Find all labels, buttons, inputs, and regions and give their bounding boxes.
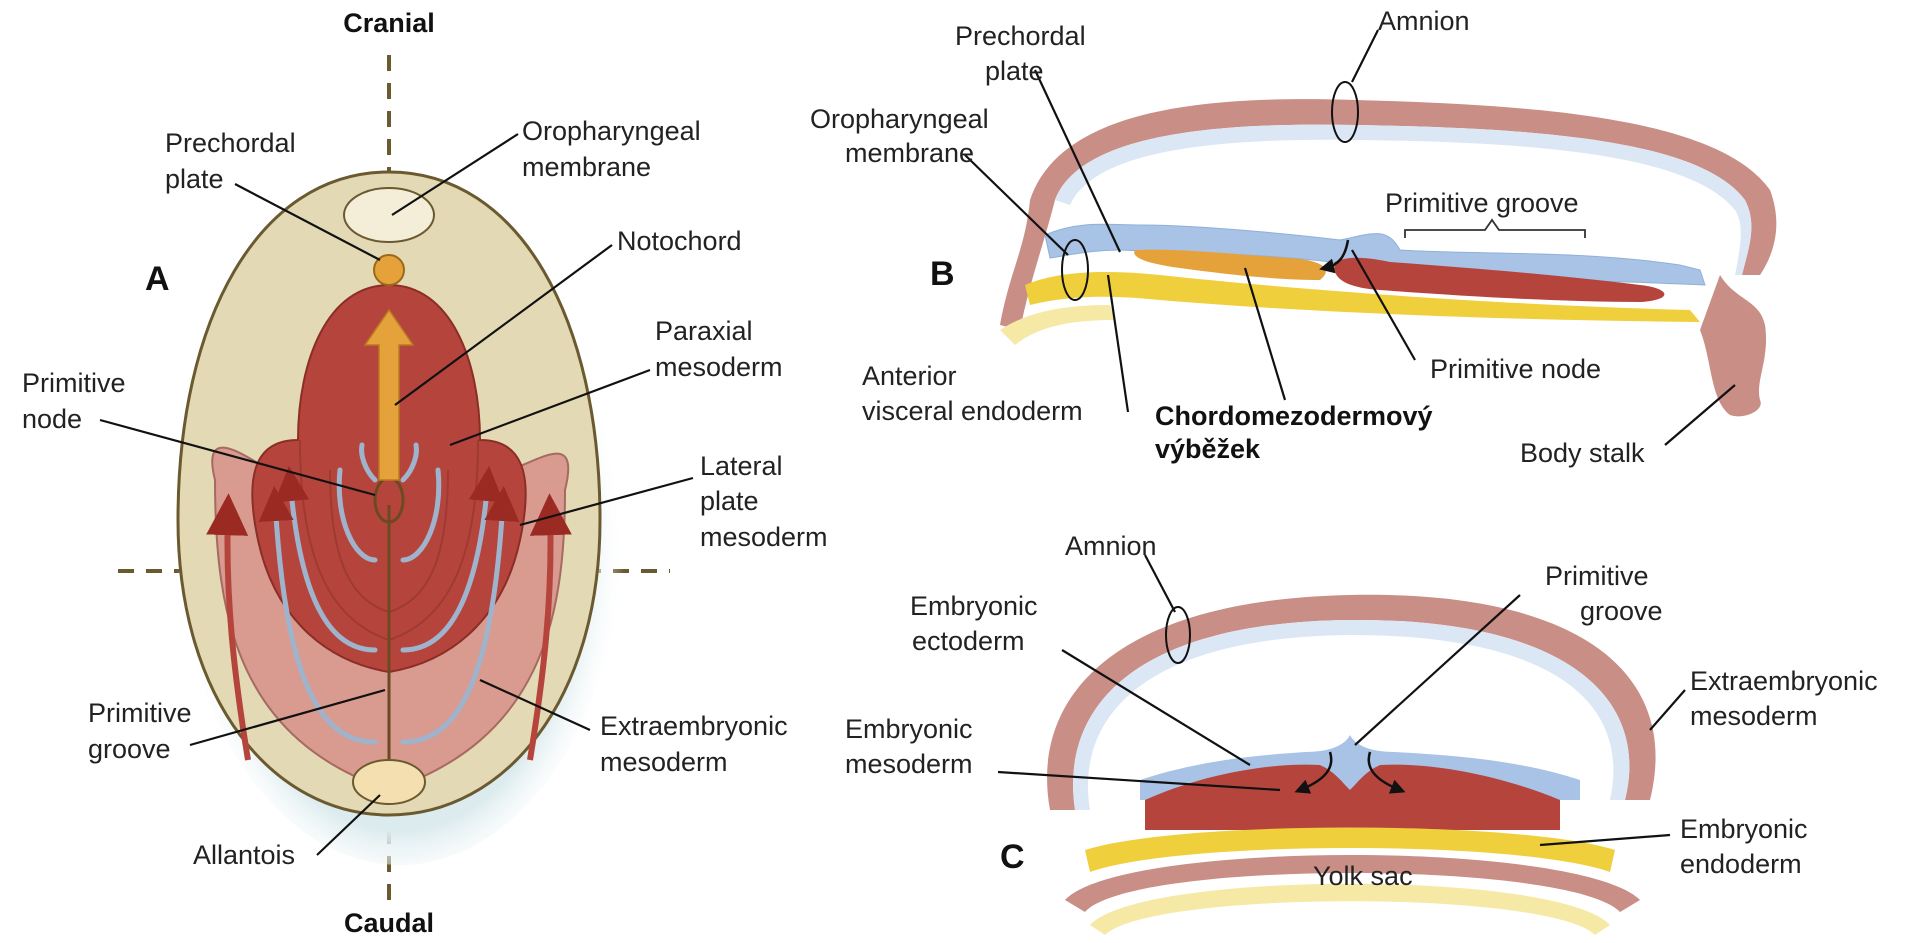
primitive-node-label-2: node — [22, 404, 82, 434]
amnion-c-label: Amnion — [1065, 531, 1157, 561]
body-stalk-shape — [1700, 275, 1766, 416]
mesoderm-c-label-1: Embryonic — [845, 714, 973, 744]
primitive-groove-label-2: groove — [88, 734, 171, 764]
prechordal-plate-label-1: Prechordal — [165, 128, 296, 158]
ectoderm-c-label-2: ectoderm — [912, 626, 1025, 656]
panel-b-letter: B — [930, 255, 955, 293]
extraembryonic-label-2: mesoderm — [600, 747, 728, 777]
lateral-label-2: plate — [700, 486, 759, 516]
caudal-label: Caudal — [344, 908, 434, 938]
lateral-label-3: mesoderm — [700, 522, 828, 552]
extraembryonic-label-1: Extraembryonic — [600, 711, 788, 741]
extraembryonic-c-label-2: mesoderm — [1690, 701, 1818, 731]
panel-b: B Prechordal plate Amnion Oropharyngeal … — [810, 6, 1776, 468]
oropharyngeal-b-label-2: membrane — [845, 138, 974, 168]
mesoderm-c-label-2: mesoderm — [845, 749, 973, 779]
primitive-node-b-label: Primitive node — [1430, 354, 1601, 384]
prechordal-b-label-2: plate — [985, 56, 1044, 86]
paraxial-label-2: mesoderm — [655, 352, 783, 382]
groove-brace — [1405, 220, 1585, 238]
ectoderm-c-label-1: Embryonic — [910, 591, 1038, 621]
endoderm-c-label-1: Embryonic — [1680, 814, 1808, 844]
groove-c-label-1: Primitive — [1545, 561, 1649, 591]
leader-amnion-c — [1145, 555, 1175, 612]
notochord-label: Notochord — [617, 226, 742, 256]
primitive-groove-b-label: Primitive groove — [1385, 188, 1579, 218]
avendoderm-label-1: Anterior — [862, 361, 957, 391]
panel-a: Cranial Caudal A Prechordal plate Oropha… — [22, 8, 828, 938]
extraembryonic-c-label-1: Extraembryonic — [1690, 666, 1878, 696]
oropharyngeal-b-label-1: Oropharyngeal — [810, 104, 989, 134]
panel-c: C Amnion Primitive groove Embryonic ecto… — [845, 531, 1878, 935]
lateral-label-1: Lateral — [700, 451, 783, 481]
leader-amnion-b — [1352, 30, 1378, 82]
allantois-shape — [353, 760, 425, 804]
chordo-label-2: výběžek — [1155, 434, 1261, 464]
panel-a-letter: A — [145, 260, 170, 298]
primitive-groove-label-1: Primitive — [88, 698, 192, 728]
yolk-sac-label: Yolk sac — [1313, 861, 1413, 891]
cranial-label: Cranial — [343, 8, 435, 38]
leader-bodystalk — [1665, 385, 1735, 445]
avendoderm-label-2: visceral endoderm — [862, 396, 1083, 426]
amnion-b-label: Amnion — [1378, 6, 1470, 36]
prechordal-b-label-1: Prechordal — [955, 21, 1086, 51]
prechordal-plate-label-2: plate — [165, 164, 224, 194]
groove-c-label-2: groove — [1580, 596, 1663, 626]
paraxial-label-1: Paraxial — [655, 316, 753, 346]
leader-extraembryonic-c — [1650, 690, 1685, 730]
endoderm-c-label-2: endoderm — [1680, 849, 1802, 879]
oropharyngeal-label-2: membrane — [522, 152, 651, 182]
allantois-label: Allantois — [193, 840, 295, 870]
panel-c-letter: C — [1000, 838, 1025, 876]
body-stalk-label: Body stalk — [1520, 438, 1645, 468]
chordo-label-1: Chordomezodermový — [1155, 401, 1433, 431]
oropharyngeal-label-1: Oropharyngeal — [522, 116, 701, 146]
primitive-node-label-1: Primitive — [22, 368, 126, 398]
yolk-sac-inner-c — [1090, 884, 1610, 935]
